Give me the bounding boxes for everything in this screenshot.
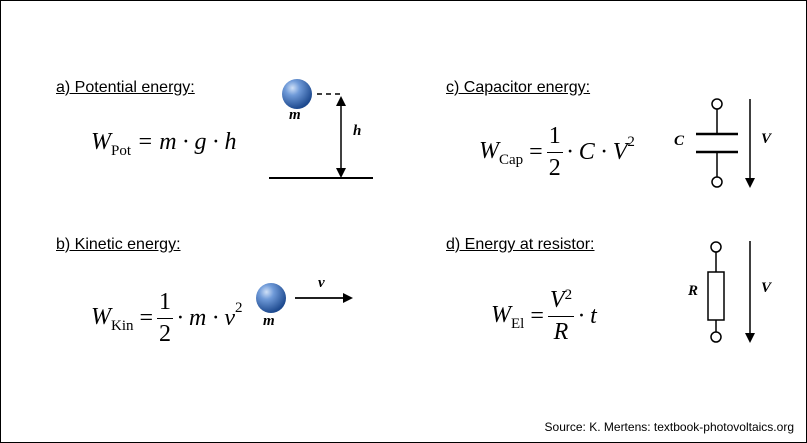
label-voltage-c: V — [761, 131, 772, 147]
fraction-denominator: R — [547, 316, 575, 346]
formula-potential-energy: WPot = m · g · h — [91, 129, 237, 159]
formula-equals: = — [530, 303, 544, 329]
label-voltage-d: V — [761, 280, 772, 296]
formula-exponent: 2 — [627, 134, 635, 151]
fraction-denominator: 2 — [157, 318, 174, 348]
formula-subscript: El — [511, 316, 525, 333]
formula-equals: = — [529, 139, 543, 165]
heading-capacitor-energy: c) Capacitor energy: — [446, 79, 591, 96]
formula-rest: · C · V — [566, 139, 628, 165]
source-credit: Source: K. Mertens: textbook-photovoltai… — [544, 420, 794, 434]
numerator-symbol: V — [549, 287, 565, 313]
formula-subscript: Pot — [111, 143, 132, 159]
formula-exponent: 2 — [235, 300, 243, 317]
heading-resistor-energy: d) Energy at resistor: — [446, 236, 595, 253]
heading-kinetic-energy: b) Kinetic energy: — [56, 236, 181, 253]
label-resistance: R — [688, 283, 699, 299]
resistor-body — [707, 271, 725, 321]
resistor-terminal-top — [710, 241, 722, 253]
capacitor-terminal-bottom — [711, 176, 723, 188]
ball-b — [256, 283, 286, 313]
fraction-numerator: V2 — [548, 287, 574, 316]
label-mass-a: m — [289, 107, 301, 123]
formula-w: W — [91, 129, 111, 155]
formula-rest: · t — [578, 303, 597, 329]
label-velocity: v — [318, 275, 325, 291]
formula-subscript: Kin — [111, 318, 134, 335]
fraction-numerator: 1 — [548, 123, 561, 149]
formula-rest: · m · v — [177, 305, 236, 331]
label-height: h — [353, 123, 362, 139]
fraction-numerator: 1 — [159, 289, 172, 315]
ball-a — [282, 79, 312, 109]
formula-subscript: Cap — [499, 152, 524, 169]
capacitor-terminal-top — [711, 98, 723, 110]
numerator-exponent: 2 — [564, 287, 573, 303]
formula-w: W — [491, 302, 511, 329]
formula-w: W — [479, 138, 499, 165]
formula-equals: = — [139, 305, 154, 331]
fraction-denominator: 2 — [546, 152, 563, 182]
label-capacitance: C — [674, 133, 685, 149]
formula-rhs: = m · g · h — [137, 129, 237, 155]
heading-potential-energy: a) Potential energy: — [56, 79, 195, 96]
formula-w: W — [91, 304, 111, 331]
label-mass-b: m — [263, 313, 275, 329]
resistor-terminal-bottom — [710, 331, 722, 343]
